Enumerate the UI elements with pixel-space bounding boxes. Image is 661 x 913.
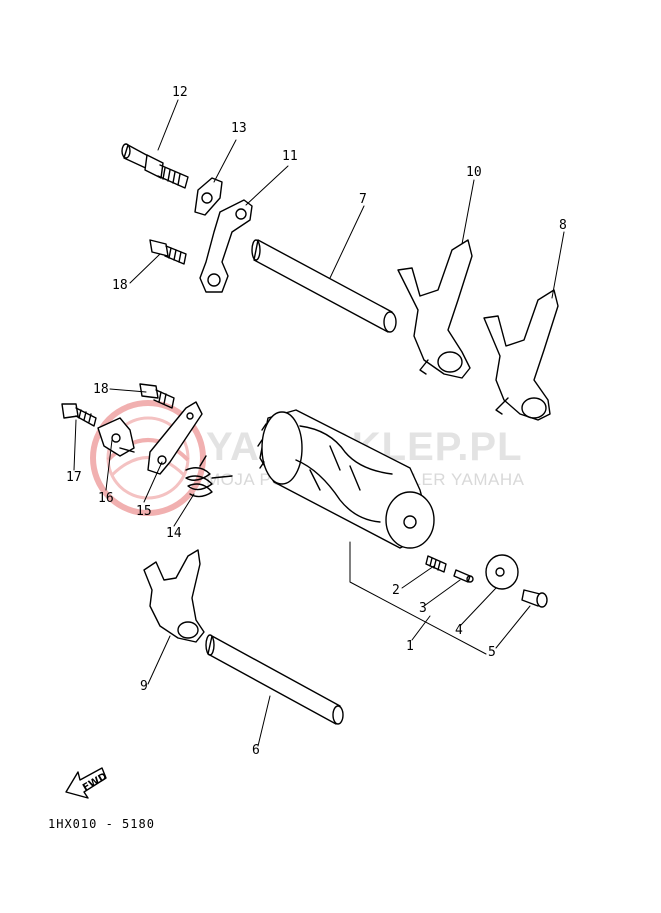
part-8-shift-fork — [483, 289, 559, 421]
part-7-guide-bar — [251, 239, 397, 333]
label-9: 9 — [140, 679, 148, 694]
part-10-shift-fork — [397, 239, 473, 379]
part-1-shift-drum — [257, 409, 435, 549]
label-18-upper: 18 — [112, 278, 128, 293]
part-18-bolt-upper — [149, 239, 187, 265]
part-6-guide-bar — [205, 634, 344, 725]
label-17: 17 — [66, 470, 82, 485]
part-13-lock-plate — [194, 177, 223, 216]
fwd-arrow-icon — [65, 767, 107, 799]
label-15: 15 — [136, 504, 152, 519]
drawing-code: 1HX010 - 5180 — [48, 817, 155, 831]
label-14: 14 — [166, 526, 182, 541]
label-16: 16 — [98, 491, 114, 506]
part-17-bolt — [61, 403, 97, 427]
label-4: 4 — [455, 623, 463, 638]
part-2-pin — [425, 555, 447, 573]
label-3: 3 — [419, 601, 427, 616]
part-18-bolt-lower — [139, 383, 175, 409]
label-7: 7 — [359, 192, 367, 207]
part-5-screw — [521, 589, 548, 608]
part-3-pin — [453, 569, 474, 583]
part-9-shift-fork — [143, 549, 205, 643]
label-2: 2 — [392, 583, 400, 598]
label-6: 6 — [252, 743, 260, 758]
part-16-plate — [97, 417, 135, 457]
label-13: 13 — [231, 121, 247, 136]
leader-lines — [73, 99, 565, 747]
part-4-washer — [485, 554, 519, 590]
label-18-lower: 18 — [93, 382, 109, 397]
label-11: 11 — [282, 149, 298, 164]
part-15-lever — [147, 401, 203, 475]
label-12: 12 — [172, 85, 188, 100]
label-8: 8 — [559, 218, 567, 233]
part-12-stud-bolt — [121, 143, 189, 189]
label-10: 10 — [466, 165, 482, 180]
part-14-spring — [185, 455, 233, 498]
label-5: 5 — [488, 645, 496, 660]
label-1: 1 — [406, 639, 414, 654]
part-11-stopper-lever — [199, 199, 253, 293]
